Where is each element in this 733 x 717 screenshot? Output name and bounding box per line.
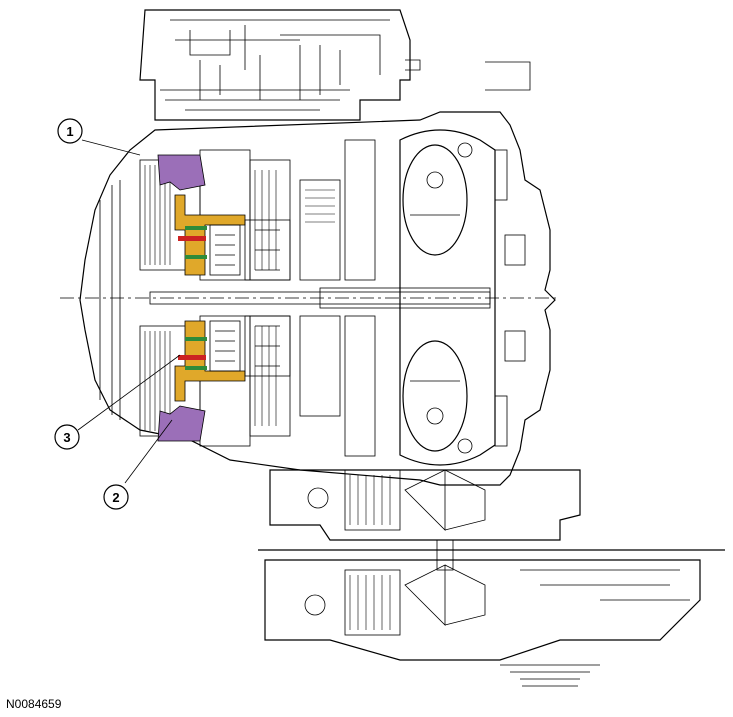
seal-green-upper-2: [185, 255, 207, 259]
callout-1-label: 1: [66, 124, 73, 139]
center-support: [299, 139, 376, 457]
seals-highlight: [178, 226, 207, 370]
main-shaft: [60, 287, 560, 309]
transmission-case: [79, 111, 556, 486]
callout-3-label: 3: [63, 430, 70, 445]
seal-green-lower: [185, 366, 207, 370]
callout-3: 3: [54, 354, 181, 450]
valve-body: [139, 9, 531, 121]
callout-2: 2: [103, 419, 173, 510]
planetary-gearset: [209, 219, 291, 377]
clutch-piston-highlight: [157, 154, 206, 442]
seal-red-lower: [178, 355, 206, 360]
callout-2-label: 2: [112, 490, 119, 505]
seal-red-upper: [178, 236, 206, 241]
torque-converter: [399, 129, 526, 466]
callout-1: 1: [57, 118, 141, 156]
seal-green-lower-2: [185, 337, 207, 341]
piston-lower: [157, 405, 206, 442]
seal-green-upper: [185, 226, 207, 230]
differential-section: [258, 469, 725, 687]
piston-upper: [157, 154, 206, 191]
figure-id: N0084659: [6, 697, 62, 711]
